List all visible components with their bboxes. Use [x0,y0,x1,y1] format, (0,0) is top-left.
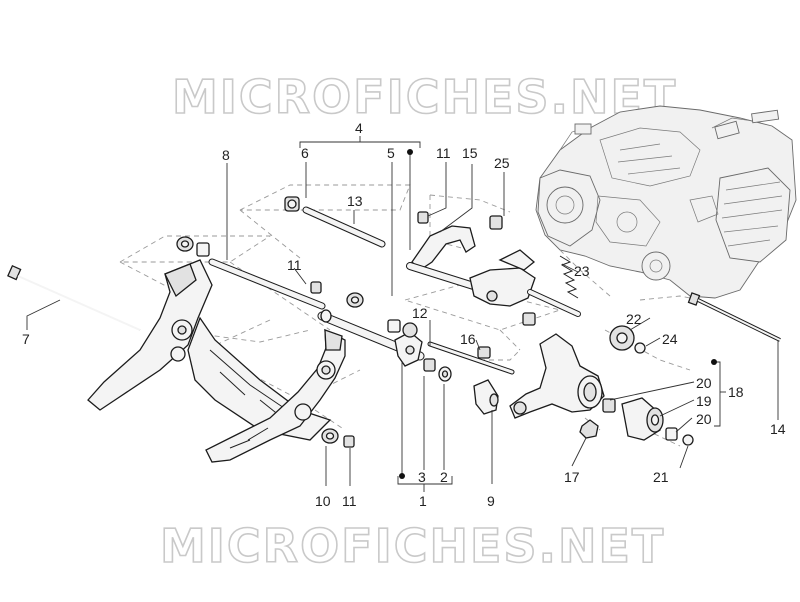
bushing-left-a[interactable] [176,236,194,252]
callout-20-bottom: 20 [696,411,712,427]
callout-21: 21 [653,469,669,485]
part-17-nut[interactable] [579,419,599,439]
callout-16: 16 [460,331,476,347]
part-6-bushing[interactable] [284,196,300,212]
callout-5: 5 [387,145,395,161]
leader-lines [26,136,779,492]
bushing-mid-a[interactable] [387,319,401,333]
watermark-bottom: MICROFICHES.NET [160,519,665,573]
callout-23: 23 [574,263,590,279]
callout-11-bottom: 11 [342,493,357,509]
callout-22: 22 [626,311,642,327]
bushing-under-bracket[interactable] [522,312,536,326]
callout-20-top: 20 [696,375,712,391]
part-7-long-bolt[interactable] [7,264,141,331]
callout-8: 8 [222,147,230,163]
callout-24: 24 [662,331,678,347]
part-11-washer-a[interactable] [310,281,322,294]
part-20-bushing-a[interactable] [602,398,616,413]
callout-25: 25 [494,155,510,171]
part-22-cap[interactable] [609,325,635,351]
part-15-bracket[interactable] [406,225,581,317]
part-1-main-shaft[interactable] [317,309,425,367]
part-25-bushing[interactable] [489,215,503,230]
part-14-long-bolt[interactable] [687,292,781,342]
part-23-spring[interactable] [559,255,579,299]
part-5-bushing[interactable] [346,292,364,308]
part-2-washer[interactable] [438,366,452,382]
callout-3: 3 [418,469,426,485]
bushing-left-b[interactable] [196,242,210,257]
link-arm-lower[interactable] [509,333,605,419]
callout-11-top: 11 [436,145,451,161]
part-24-nut[interactable] [634,342,646,354]
callout-labels: 4 6 5 8 11 15 25 13 11 23 7 12 22 16 24 … [22,120,786,509]
callout-18: 18 [728,384,744,400]
callout-14: 14 [770,421,786,437]
part-13-pin[interactable] [302,206,386,248]
part-19-roller[interactable] [621,397,664,441]
callout-2: 2 [440,469,448,485]
part-11-washer-c[interactable] [343,435,355,448]
part-20-bushing-b[interactable] [665,427,678,441]
callout-19: 19 [696,393,712,409]
callout-11-left: 11 [287,257,302,273]
callout-7: 7 [22,331,30,347]
part-9-sleeve[interactable] [473,379,499,415]
part-3-bushing[interactable] [423,358,436,372]
part-10-washer[interactable] [321,428,339,444]
swing-arm-right[interactable] [205,328,346,463]
callout-13: 13 [347,193,363,209]
part-11-washer-b[interactable] [417,211,429,224]
callout-6: 6 [301,145,309,161]
reference-dots [399,149,717,479]
callout-15: 15 [462,145,478,161]
bushing-mid-b[interactable] [402,322,418,338]
part-21-nut[interactable] [682,434,694,446]
part-8-shaft[interactable] [208,258,326,310]
watermark-top: MICROFICHES.NET [172,70,677,124]
callout-12: 12 [412,305,428,321]
part-16-bolt[interactable] [477,346,491,359]
engine-block [535,105,797,299]
callout-1: 1 [419,493,427,509]
callout-17: 17 [564,469,580,485]
callout-9: 9 [487,493,495,509]
callout-10: 10 [315,493,331,509]
part-12-pin[interactable] [427,341,515,375]
callout-4: 4 [355,120,363,136]
